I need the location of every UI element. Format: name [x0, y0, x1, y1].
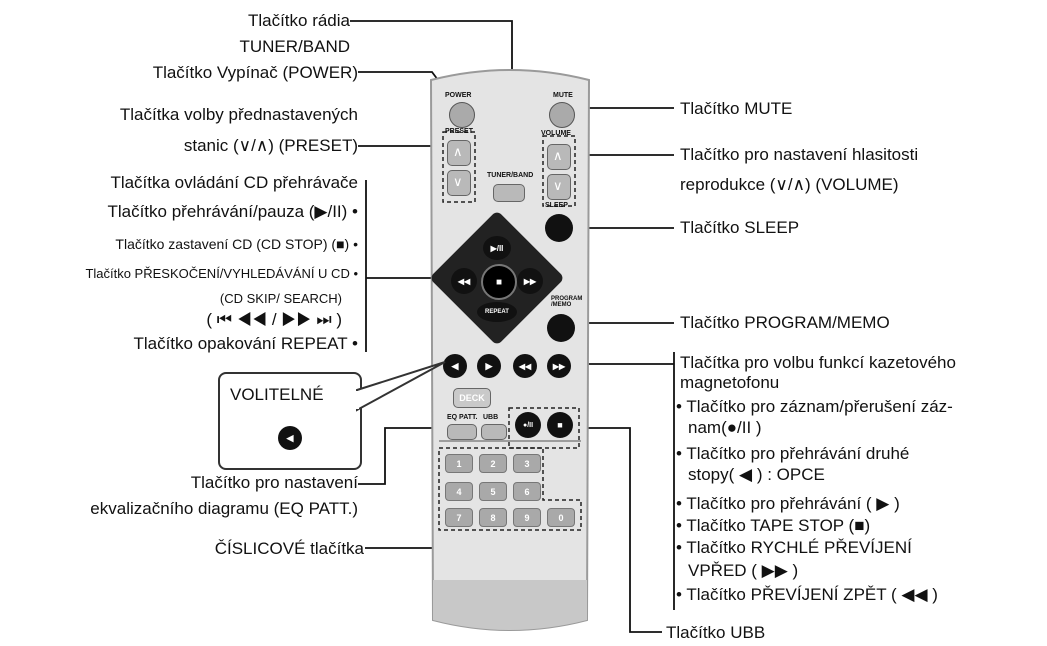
play-reverse-icon: ◀ [451, 360, 459, 371]
remote-control: POWER MUTE PRESET ∧ ∨ VOLUME ∧ ∨ TUNER/B… [425, 60, 595, 640]
program-memo-button[interactable] [547, 314, 575, 342]
program-memo-text: PROGRAM /MEMO [551, 296, 583, 308]
skip-back-icon: ◀◀ [457, 276, 471, 286]
number-button-7[interactable]: 7 [445, 508, 473, 527]
cd-stop-button[interactable]: ■ [481, 264, 517, 300]
deck-fast-forward-button[interactable]: ▶▶ [547, 354, 571, 378]
number-button-3[interactable]: 3 [513, 454, 541, 473]
cd-stop-label: Tlačítko zastavení CD (CD STOP) (■) • [115, 236, 358, 252]
eq-leader [358, 427, 445, 485]
number-button-0[interactable]: 0 [547, 508, 575, 527]
deck-rewind-label: • Tlačítko PŘEVÍJENÍ ZPĚT ( ◀◀ ) [676, 585, 938, 604]
number-button-8[interactable]: 8 [479, 508, 507, 527]
cd-play-pause-button[interactable]: ▶/II [483, 236, 511, 260]
preset-down-button[interactable]: ∨ [447, 170, 471, 196]
volume-text: VOLUME [541, 130, 571, 137]
preset-up-button[interactable]: ∧ [447, 140, 471, 166]
power-label: Tlačítko Vypínač (POWER) [152, 63, 358, 82]
preset-text: PRESET [445, 128, 474, 135]
stop-icon: ■ [557, 420, 563, 430]
tuner-label-line2: TUNER/BAND [239, 37, 350, 56]
eq-label-line1: Tlačítko pro nastavení [190, 473, 358, 492]
deck-record-label-line1: • Tlačítko pro záznam/přerušení záz- [676, 397, 953, 416]
deck-ff-label-line2: VPŘED ( ▶▶ ) [688, 561, 799, 580]
number-button-1[interactable]: 1 [445, 454, 473, 473]
volume-label-line2: reprodukce (∨/∧) (VOLUME) [680, 175, 899, 194]
cd-skip-back-button[interactable]: ◀◀ [451, 268, 477, 294]
number-button-6[interactable]: 6 [513, 482, 541, 501]
program-label: Tlačítko PROGRAM/MEMO [680, 313, 890, 332]
cd-repeat-label: Tlačítko opakování REPEAT • [133, 334, 358, 353]
deck-play-label: • Tlačítko pro přehrávání ( ▶ ) [676, 494, 900, 513]
optional-callout: VOLITELNÉ ◀ [218, 372, 362, 470]
chevron-up-icon: ∧ [553, 148, 563, 163]
deck-label-line1: Tlačítka pro volbu funkcí kazetového [680, 353, 956, 372]
deck-record-label-line2: nam(●/II ) [688, 418, 762, 437]
number-button-9[interactable]: 9 [513, 508, 541, 527]
cd-skip-label-line3: ( ⏮ ◀◀ / ▶▶ ⏭ ) [206, 310, 342, 329]
deck-reverse-label-line2: stopy( ◀ ) : OPCE [688, 465, 825, 484]
chevron-up-icon: ∧ [453, 144, 463, 159]
sleep-button[interactable] [545, 214, 573, 242]
volume-up-button[interactable]: ∧ [547, 144, 571, 170]
tuner-label-line1: Tlačítko rádia [247, 11, 350, 30]
deck-label-line2: magnetofonu [680, 373, 780, 392]
mute-button[interactable] [549, 102, 575, 128]
ubb-text: UBB [483, 414, 499, 421]
sleep-label: Tlačítko SLEEP [680, 218, 800, 237]
record-pause-icon: ●/II [522, 421, 534, 429]
deck-reverse-label-line1: • Tlačítko pro přehrávání druhé [676, 444, 910, 463]
ubb-label: Tlačítko UBB [666, 623, 766, 642]
eq-label-line2: ekvalizačního diagramu (EQ PATT.) [90, 499, 358, 518]
eq-patt-text: EQ PATT. [447, 414, 478, 421]
skip-forward-icon: ▶▶ [523, 276, 537, 286]
number-button-5[interactable]: 5 [479, 482, 507, 501]
deck-reverse-play-button[interactable]: ◀ [443, 354, 467, 378]
chevron-down-icon: ∨ [553, 178, 563, 193]
cd-skip-label-line2: (CD SKIP/ SEARCH) [219, 291, 342, 306]
mute-text: MUTE [553, 92, 573, 99]
volume-label-line1: Tlačítko pro nastavení hlasitosti [680, 145, 919, 164]
deck-button[interactable]: DECK [453, 388, 491, 408]
repeat-button[interactable]: REPEAT [477, 302, 517, 322]
power-text: POWER [445, 92, 472, 99]
preset-label-line2: stanic (∨/∧) (PRESET) [183, 136, 358, 155]
cd-play-label: Tlačítko přehrávání/pauza (▶/II) • [107, 202, 358, 221]
deck-ff-label-line1: • Tlačítko RYCHLÉ PŘEVÍJENÍ [676, 538, 912, 557]
tuner-band-button[interactable] [493, 184, 525, 202]
play-icon: ▶ [485, 360, 493, 371]
reverse-play-icon: ◀ [278, 426, 302, 450]
rewind-icon: ◀◀ [518, 361, 532, 371]
preset-label-line1: Tlačítka volby přednastavených [119, 105, 358, 124]
numeric-label: ČÍSLICOVÉ tlačítka [214, 539, 364, 558]
cd-skip-label-line1: Tlačítko PŘESKOČENÍ/VYHLEDÁVÁNÍ U CD • [85, 266, 358, 281]
cd-skip-forward-button[interactable]: ▶▶ [517, 268, 543, 294]
fast-forward-icon: ▶▶ [552, 361, 566, 371]
deck-stop-button[interactable]: ■ [547, 412, 573, 438]
ubb-button[interactable] [481, 424, 507, 440]
deck-rewind-button[interactable]: ◀◀ [513, 354, 537, 378]
chevron-down-icon: ∨ [453, 174, 463, 189]
cd-header-label: Tlačítka ovládání CD přehrávače [110, 173, 358, 192]
eq-patt-button[interactable] [447, 424, 477, 440]
deck-play-button[interactable]: ▶ [477, 354, 501, 378]
deck-record-pause-button[interactable]: ●/II [515, 412, 541, 438]
optional-label: VOLITELNÉ [230, 385, 324, 404]
deck-stop-label: • Tlačítko TAPE STOP (■) [676, 516, 871, 535]
number-button-2[interactable]: 2 [479, 454, 507, 473]
number-button-4[interactable]: 4 [445, 482, 473, 501]
mute-label: Tlačítko MUTE [680, 99, 793, 118]
tuner-band-text: TUNER/BAND [487, 172, 534, 179]
volume-down-button[interactable]: ∨ [547, 174, 571, 200]
sleep-text: SLEEP [545, 202, 568, 209]
power-button[interactable] [449, 102, 475, 128]
